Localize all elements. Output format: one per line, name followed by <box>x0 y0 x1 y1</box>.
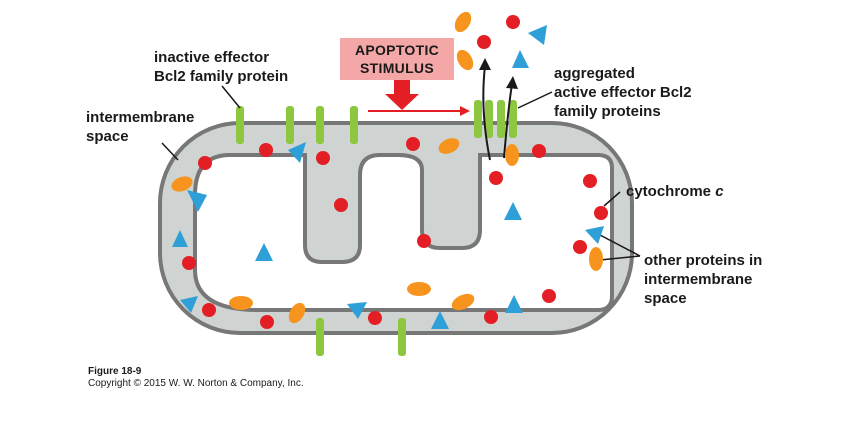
label-other-proteins: other proteins in intermembrane space <box>644 251 762 308</box>
cytochrome-c <box>573 240 587 254</box>
label-line: family proteins <box>554 103 661 120</box>
bcl2-protein <box>350 106 358 144</box>
cytochrome-c <box>583 174 597 188</box>
bcl2-protein <box>398 318 406 356</box>
label-line: APOPTOTIC <box>354 42 440 58</box>
apoptotic-stimulus-box: APOPTOTIC STIMULUS <box>340 38 454 80</box>
label-line: space <box>86 128 129 145</box>
label-line: STIMULUS <box>360 60 434 76</box>
orange-protein <box>456 49 474 71</box>
blue-protein <box>347 302 367 319</box>
copyright-line: Copyright © 2015 W. W. Norton & Company,… <box>88 378 304 389</box>
cytochrome-c <box>260 315 274 329</box>
cytochrome-c <box>484 310 498 324</box>
orange-protein <box>438 138 460 154</box>
label-italic-c: c <box>715 183 724 200</box>
figure-number: Figure 18-9 <box>88 366 142 377</box>
release-arrows <box>482 65 513 161</box>
label-intermembrane-space: intermembrane space <box>86 108 194 146</box>
label-line: cytochrome c <box>626 183 724 200</box>
orange-proteins <box>171 11 603 324</box>
orange-protein <box>505 144 519 166</box>
label-line: intermembrane <box>644 271 753 288</box>
orange-protein <box>229 296 253 310</box>
label-cytochrome-c: cytochrome c <box>626 182 724 201</box>
cytochrome-c <box>368 311 382 325</box>
blue-protein <box>504 202 522 220</box>
bcl2-protein <box>236 106 244 144</box>
label-line: intermembrane <box>86 109 195 126</box>
bcl2-protein <box>497 100 505 138</box>
label-line: inactive effector <box>154 49 270 66</box>
label-inactive-effector: inactive effector Bcl2 family protein <box>154 48 288 86</box>
cytochrome-c <box>506 15 520 29</box>
stimulus-arrows <box>368 80 470 116</box>
orange-protein <box>288 302 306 324</box>
label-line: other proteins in <box>644 252 763 269</box>
cytochrome-c <box>202 303 216 317</box>
orange-protein <box>451 293 475 311</box>
blue-protein <box>431 311 449 329</box>
orange-protein <box>454 11 472 33</box>
cytochrome-c <box>198 156 212 170</box>
orange-protein <box>589 247 603 271</box>
bcl2-protein <box>286 106 294 144</box>
cytochrome-c <box>259 143 273 157</box>
cytochrome-c <box>182 256 196 270</box>
label-line: Bcl2 family protein <box>154 68 289 85</box>
cytochrome-c-molecules <box>182 15 608 329</box>
bcl2-protein <box>316 318 324 356</box>
inner-membrane <box>193 153 614 312</box>
aggregated-bcl2-proteins <box>474 100 517 138</box>
blue-proteins <box>172 25 604 329</box>
cytochrome-c <box>489 171 503 185</box>
cytochrome-c <box>334 198 348 212</box>
cytochrome-c <box>417 234 431 248</box>
orange-protein <box>407 282 431 296</box>
orange-protein <box>171 176 193 192</box>
label-line: space <box>644 290 687 307</box>
blue-protein <box>172 230 188 247</box>
blue-protein <box>288 142 306 163</box>
cytochrome-c <box>542 289 556 303</box>
bcl2-protein <box>474 100 482 138</box>
label-line: aggregated <box>554 65 635 82</box>
cytochrome-c <box>477 35 491 49</box>
cytochrome-c <box>316 151 330 165</box>
cytochrome-c <box>532 144 546 158</box>
blue-protein <box>187 190 207 212</box>
cytochrome-c <box>594 206 608 220</box>
figure-caption: Figure 18-9 Copyright © 2015 W. W. Norto… <box>88 366 304 390</box>
blue-protein <box>585 226 604 244</box>
blue-protein <box>505 295 523 313</box>
bcl2-protein <box>509 100 517 138</box>
blue-protein <box>512 50 529 68</box>
blue-protein <box>255 243 273 261</box>
bcl2-protein <box>316 106 324 144</box>
leader-lines <box>161 85 641 261</box>
label-aggregated-effectors: aggregated active effector Bcl2 family p… <box>554 64 692 121</box>
cytochrome-c <box>406 137 420 151</box>
blue-protein <box>180 296 198 313</box>
bcl2-protein <box>485 100 493 138</box>
label-line: active effector Bcl2 <box>554 84 692 101</box>
blue-protein <box>528 25 547 45</box>
inactive-bcl2-proteins <box>236 106 406 356</box>
